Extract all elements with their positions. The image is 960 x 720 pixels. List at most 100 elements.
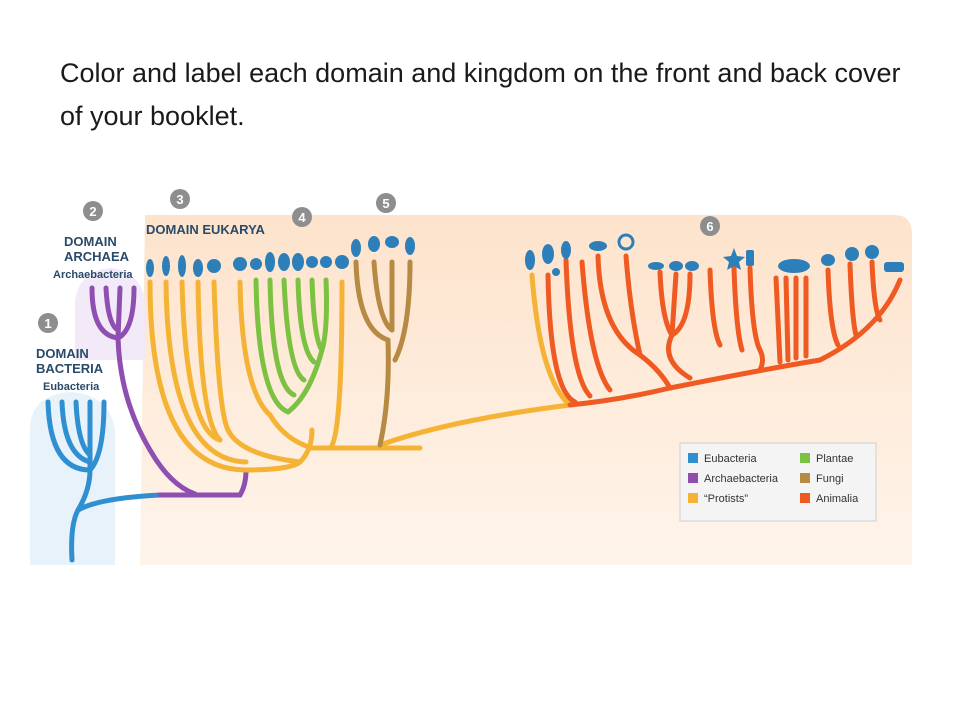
eubacteria-branch xyxy=(59,399,93,465)
marker-circle xyxy=(700,216,720,236)
domain-bacteria-label-line2: BACTERIA xyxy=(36,361,104,376)
domain-eukarya-label: DOMAIN EUKARYA xyxy=(146,222,266,237)
protist-silhouette xyxy=(193,259,203,277)
animalia-branch xyxy=(545,272,578,405)
animal-silhouette xyxy=(589,241,607,251)
protist-silhouette xyxy=(146,259,154,277)
animalia-branch xyxy=(669,271,679,338)
plant-silhouette xyxy=(250,258,262,270)
fungus-silhouette xyxy=(405,237,415,255)
marker-circle xyxy=(170,189,190,209)
animalia-branch xyxy=(623,253,643,358)
animal-silhouette xyxy=(723,248,745,270)
animalia-branch xyxy=(731,265,745,353)
marker-circle xyxy=(376,193,396,213)
protist-branch xyxy=(163,279,249,465)
fungi-trunk xyxy=(377,337,391,448)
domain-archaea-label-line1: DOMAIN xyxy=(64,234,117,249)
protist-branch xyxy=(327,279,345,451)
animalia-branch xyxy=(563,257,593,399)
animal-silhouette xyxy=(617,233,635,251)
marker-label: 5 xyxy=(382,196,389,211)
archaebacteria-branch xyxy=(89,285,121,341)
plant-silhouette xyxy=(292,253,304,271)
protist-branches xyxy=(147,272,573,473)
marker-5: 5 xyxy=(376,193,396,213)
marker-1: 1 xyxy=(38,313,58,333)
fungus-silhouette xyxy=(385,236,399,248)
animalia-branch xyxy=(747,265,765,373)
animalia-branch xyxy=(595,253,673,391)
plantae-branch xyxy=(285,277,329,415)
fungus-silhouette xyxy=(368,236,380,252)
protist-branch xyxy=(195,279,223,443)
legend-swatch xyxy=(800,453,810,463)
legend-item-archaebacteria: Archaebacteria xyxy=(688,473,779,485)
marker-label: 4 xyxy=(298,210,306,225)
protist-branch xyxy=(225,427,303,465)
animalia-branch xyxy=(825,267,841,348)
archaebacteria-label: Archaebacteria xyxy=(53,269,133,281)
protist-branch xyxy=(377,402,573,448)
plantae-branch xyxy=(281,277,307,383)
animal-silhouette xyxy=(845,247,859,261)
plant-silhouette xyxy=(306,256,318,268)
protist-silhouette xyxy=(207,259,221,273)
animal-silhouette xyxy=(884,262,904,272)
animalia-branches xyxy=(545,253,903,408)
archaebacteria-link xyxy=(157,467,249,498)
animalia-trunk xyxy=(567,277,903,408)
legend-label: Archaebacteria xyxy=(704,473,779,485)
marker-circle xyxy=(38,313,58,333)
archaebacteria-branch xyxy=(115,285,137,341)
fungus-silhouette xyxy=(351,239,361,257)
eubacteria-branch xyxy=(87,399,107,473)
legend-swatch xyxy=(688,493,698,503)
legend-item-plantae: Plantae xyxy=(800,453,853,465)
marker-2: 2 xyxy=(83,201,103,221)
eubacteria-link xyxy=(75,492,163,513)
marker-3: 3 xyxy=(170,189,190,209)
animalia-branch xyxy=(707,267,723,348)
marker-label: 3 xyxy=(176,192,183,207)
legend-box xyxy=(679,442,877,522)
organism-silhouettes xyxy=(146,233,904,277)
fungi-branches xyxy=(353,259,413,448)
protist-silhouette xyxy=(233,257,247,271)
archaebacteria-branch xyxy=(115,285,123,341)
protist-branch xyxy=(243,427,315,473)
domain-bacteria-label-line1: DOMAIN xyxy=(36,346,89,361)
plantae-branches xyxy=(253,277,329,415)
protist-branch xyxy=(237,279,273,418)
protist-silhouette xyxy=(178,255,186,277)
marker-label: 2 xyxy=(89,204,96,219)
marker-label: 6 xyxy=(706,219,713,234)
animalia-branch xyxy=(666,271,693,381)
fungi-branch xyxy=(353,259,391,343)
animalia-branch xyxy=(783,275,791,363)
legend: Eubacteria Archaebacteria “Protists” Pla… xyxy=(679,442,877,522)
protist-branch xyxy=(179,279,223,443)
animalia-branch xyxy=(579,259,613,393)
marker-6: 6 xyxy=(700,216,720,236)
legend-label: Animalia xyxy=(816,493,859,505)
animal-silhouette xyxy=(685,261,699,271)
marker-circle xyxy=(292,207,312,227)
plant-silhouette xyxy=(265,252,275,272)
plantae-branch xyxy=(267,277,297,398)
animal-silhouette xyxy=(865,245,879,259)
archaebacteria-branches xyxy=(89,285,249,498)
animal-silhouette xyxy=(778,259,810,273)
protist-silhouette xyxy=(335,255,349,269)
animalia-branch xyxy=(773,275,783,365)
legend-item-animalia: Animalia xyxy=(800,493,859,505)
marker-circle xyxy=(83,201,103,221)
legend-label: “Protists” xyxy=(704,493,748,505)
legend-item-fungi: Fungi xyxy=(800,473,844,485)
eubacteria-label: Eubacteria xyxy=(43,381,100,393)
protist-silhouette xyxy=(162,256,170,276)
eubacteria-branches xyxy=(45,399,163,563)
fungi-branch xyxy=(392,259,413,363)
legend-label: Plantae xyxy=(816,453,853,465)
legend-label: Fungi xyxy=(816,473,844,485)
